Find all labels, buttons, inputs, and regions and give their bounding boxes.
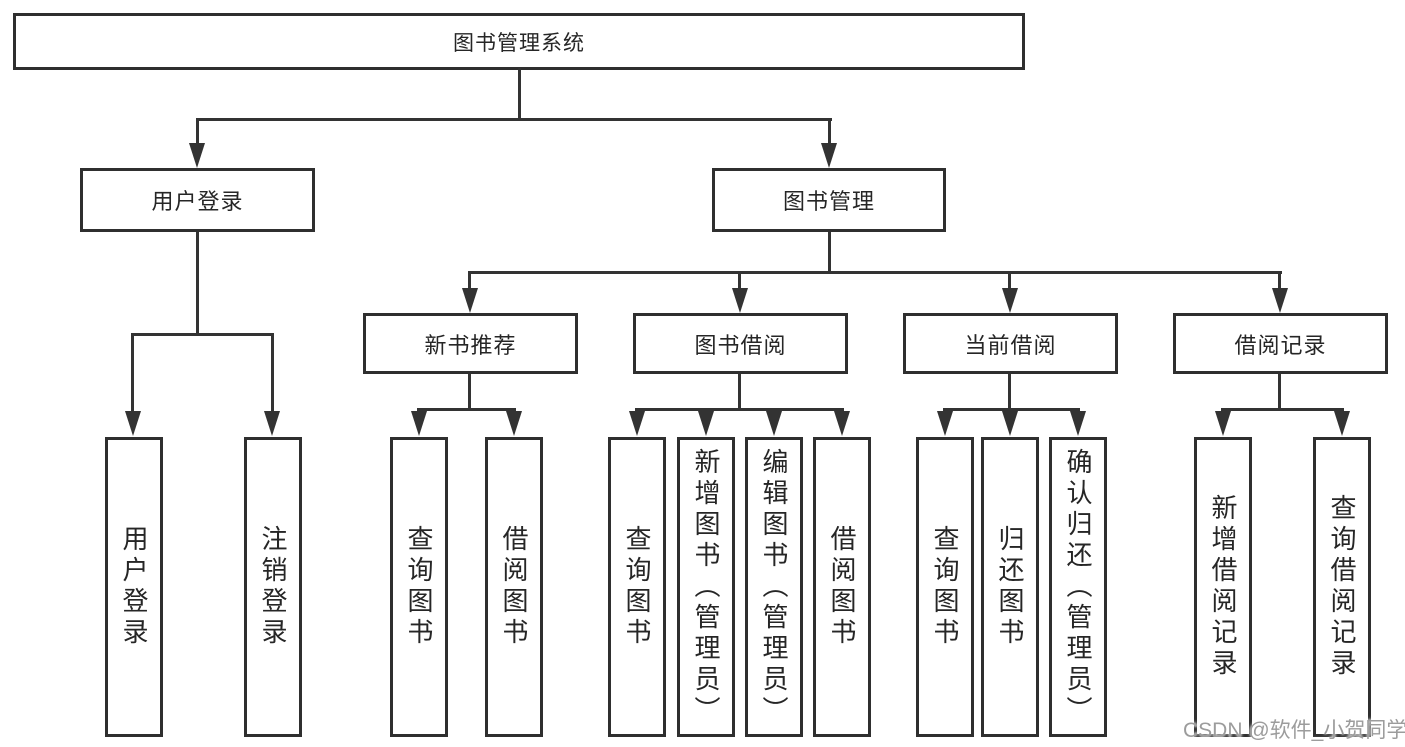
connector-line: [828, 232, 831, 274]
connector-line: [828, 118, 831, 146]
watermark-text: CSDN @软件_小贺同学: [1183, 719, 1405, 742]
node-label: 图书借阅: [694, 332, 787, 358]
connector-line: [196, 118, 199, 146]
leaf-label: 确认归还（管理员）: [1063, 447, 1093, 727]
node-book-borrowing: 图书借阅: [633, 313, 848, 374]
connector-line: [635, 408, 844, 411]
connector-line: [196, 118, 832, 121]
node-label: 图书管理系统: [453, 31, 585, 55]
node-label: 图书管理: [782, 189, 875, 214]
arrow-down-icon: [125, 411, 141, 436]
connector-line: [738, 271, 741, 291]
arrow-down-icon: [264, 411, 280, 436]
leaf-borrow-books: 借阅图书: [813, 437, 871, 737]
leaf-query-books-current: 查询图书: [916, 437, 974, 737]
arrow-down-icon: [698, 411, 714, 436]
leaf-logout: 注销登录: [244, 437, 302, 737]
connector-line: [468, 374, 471, 411]
leaf-label: 查询借阅记录: [1327, 494, 1357, 680]
node-label: 借阅记录: [1234, 332, 1327, 358]
arrow-down-icon: [1002, 411, 1018, 436]
leaf-label: 查询图书: [622, 525, 652, 649]
leaf-label: 用户登录: [119, 525, 149, 649]
leaf-label: 查询图书: [930, 525, 960, 649]
arrow-down-icon: [506, 411, 522, 436]
arrow-down-icon: [732, 288, 748, 313]
connector-line: [1008, 271, 1011, 291]
leaf-add-borrow-record: 新增借阅记录: [1194, 437, 1252, 737]
arrow-down-icon: [629, 411, 645, 436]
node-book-management: 图书管理: [712, 168, 946, 232]
connector-line: [1278, 374, 1281, 411]
arrow-down-icon: [189, 143, 205, 168]
connector-line: [131, 333, 134, 415]
leaf-label: 查询图书: [404, 525, 434, 649]
connector-line: [1221, 408, 1344, 411]
arrow-down-icon: [834, 411, 850, 436]
arrow-down-icon: [937, 411, 953, 436]
connector-line: [131, 333, 274, 336]
connector-line: [417, 408, 516, 411]
connector-line: [518, 68, 521, 120]
leaf-add-books-admin: 新增图书（管理员）: [677, 437, 735, 737]
leaf-label: 归还图书: [995, 525, 1025, 649]
arrow-down-icon: [766, 411, 782, 436]
leaf-label: 借阅图书: [499, 525, 529, 649]
node-current-borrowing: 当前借阅: [903, 313, 1118, 374]
connector-line: [738, 374, 741, 411]
leaf-label: 注销登录: [258, 525, 288, 649]
node-user-login: 用户登录: [80, 168, 315, 232]
leaf-confirm-return-admin: 确认归还（管理员）: [1049, 437, 1107, 737]
leaf-query-borrow-record: 查询借阅记录: [1313, 437, 1371, 737]
connector-line: [271, 333, 274, 415]
arrow-down-icon: [821, 143, 837, 168]
node-label: 新书推荐: [424, 332, 517, 358]
node-label: 用户登录: [151, 189, 244, 214]
node-library-system: 图书管理系统: [13, 13, 1025, 70]
leaf-return-books: 归还图书: [981, 437, 1039, 737]
arrow-down-icon: [1070, 411, 1086, 436]
connector-line: [196, 232, 199, 335]
leaf-query-books-borrow: 查询图书: [608, 437, 666, 737]
connector-line: [468, 271, 471, 291]
leaf-query-books-recommend: 查询图书: [390, 437, 448, 737]
leaf-edit-books-admin: 编辑图书（管理员）: [745, 437, 803, 737]
connector-line: [1008, 374, 1011, 411]
arrow-down-icon: [1334, 411, 1350, 436]
leaf-label: 借阅图书: [827, 525, 857, 649]
leaf-label: 新增借阅记录: [1208, 494, 1238, 680]
leaf-user-login: 用户登录: [105, 437, 163, 737]
connector-line: [943, 408, 1080, 411]
leaf-borrow-books-recommend: 借阅图书: [485, 437, 543, 737]
arrow-down-icon: [1215, 411, 1231, 436]
arrow-down-icon: [1002, 288, 1018, 313]
arrow-down-icon: [1272, 288, 1288, 313]
leaf-label: 新增图书（管理员）: [691, 447, 721, 727]
arrow-down-icon: [411, 411, 427, 436]
connector-line: [468, 271, 1282, 274]
arrow-down-icon: [462, 288, 478, 313]
leaf-label: 编辑图书（管理员）: [759, 447, 789, 727]
node-new-book-recommendation: 新书推荐: [363, 313, 578, 374]
node-borrowing-records: 借阅记录: [1173, 313, 1388, 374]
node-label: 当前借阅: [964, 332, 1057, 358]
connector-line: [1278, 271, 1281, 291]
